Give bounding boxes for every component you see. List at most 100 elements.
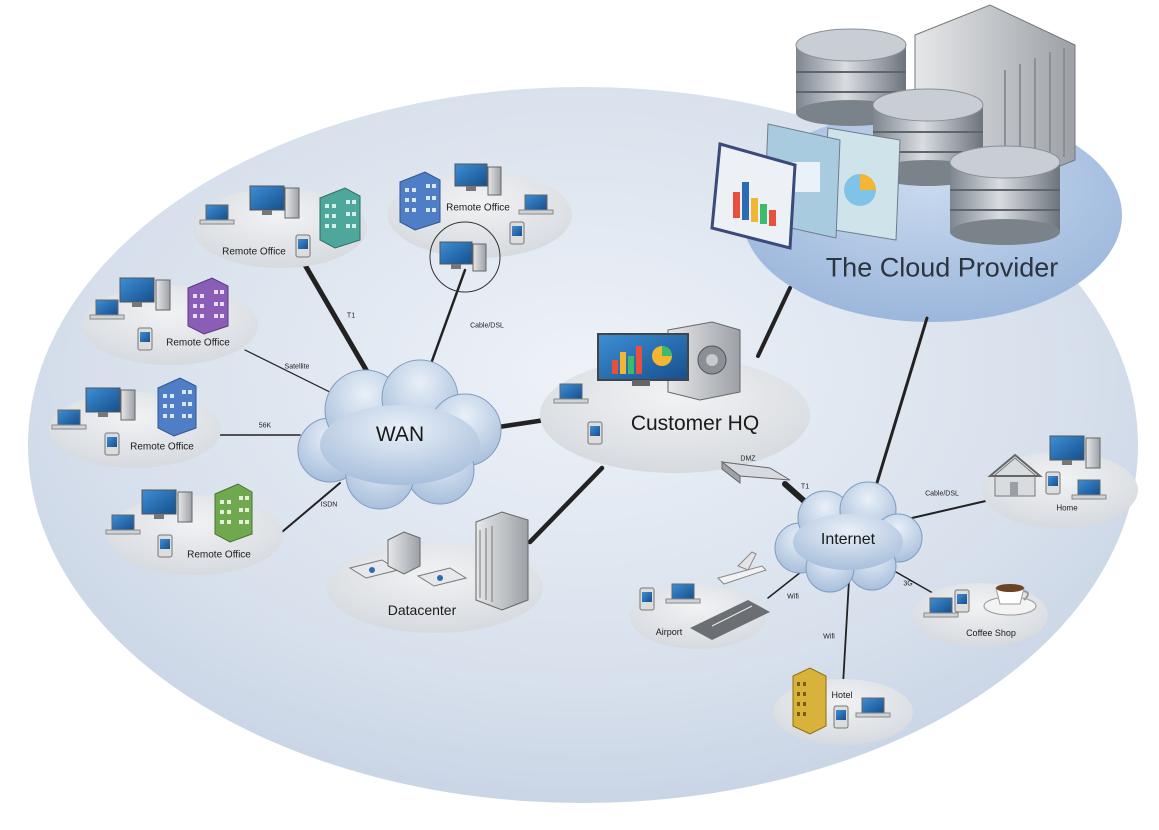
laptop-icon [199, 204, 235, 225]
remote-office-label: Remote Office [166, 337, 230, 349]
remote-office-1-devices [199, 185, 361, 258]
link-wifi-hotel [842, 579, 850, 686]
laptop-icon [855, 697, 891, 718]
remote-office-label: Remote Office [130, 441, 194, 453]
remote-office-4-devices [51, 377, 197, 456]
tower-icon [177, 491, 193, 523]
wan-label: WAN [375, 423, 425, 446]
airplane-icon [717, 551, 767, 585]
airport-label: Airport [655, 627, 683, 637]
building-icon [157, 377, 197, 437]
dashboard-monitor-icon [597, 333, 689, 386]
link-label: Cable/DSL [470, 322, 504, 330]
hotel-label: Hotel [831, 690, 853, 700]
phone-icon [1045, 471, 1061, 495]
building-icon [187, 277, 229, 335]
link-label: Wifi [787, 593, 799, 601]
laptop-icon [105, 514, 141, 535]
link-hq-cloud [756, 286, 792, 358]
monitor-icon [141, 489, 177, 519]
phone-icon [509, 221, 525, 245]
monitor-icon [454, 163, 488, 191]
dmz-label: DMZ [740, 455, 756, 463]
database-icon [795, 28, 907, 126]
home-devices [987, 435, 1107, 500]
link-label: Cable/DSL [925, 490, 959, 498]
server-rack-icon [475, 511, 529, 611]
link-label: Satellite [284, 363, 310, 371]
phone-icon [295, 234, 311, 258]
phone-icon [639, 587, 655, 611]
building-icon [214, 483, 253, 543]
tower-icon [472, 243, 487, 272]
phone-icon [104, 432, 120, 456]
link-label: ISDN [320, 501, 338, 509]
monitor-icon [1049, 435, 1085, 465]
link-label: 56K [258, 422, 272, 430]
link-label: 3G [903, 580, 913, 588]
monitor-icon [249, 185, 285, 215]
hotel-devices [792, 667, 891, 735]
connection-lines [209, 262, 991, 686]
link-cable-home [911, 499, 991, 519]
link-hq-datacenter [527, 465, 605, 545]
airport-devices [639, 551, 770, 640]
wan-cloud-icon [297, 359, 502, 510]
remote-office-3-devices [89, 277, 229, 351]
laptop-icon [553, 383, 589, 404]
coffee-shop-label: Coffee Shop [966, 628, 1016, 638]
link-3g [895, 571, 939, 597]
link-inet-cloud [871, 316, 929, 498]
laptop-icon [518, 194, 554, 215]
monitor-icon [439, 241, 473, 269]
dashboard-window-icon [710, 142, 797, 250]
building-icon [319, 187, 361, 249]
phone-icon [587, 421, 603, 445]
server-icon [387, 531, 421, 575]
remote-office-5-devices [105, 483, 253, 558]
runway-icon [690, 600, 770, 640]
tower-icon [120, 389, 136, 421]
disc-airport [630, 585, 766, 649]
phone-icon [137, 327, 153, 351]
phone-icon [833, 705, 849, 729]
cloud-provider-label: The Cloud Provider [825, 252, 1059, 283]
link-label: Wifi [823, 633, 835, 641]
highlight-ring [429, 221, 501, 293]
datacenter-label: Datacenter [387, 602, 457, 618]
dashboard-window-icon [821, 127, 901, 241]
database-icon [949, 145, 1061, 245]
laptop-icon [51, 409, 87, 430]
building-icon [399, 171, 441, 231]
link-label: T1 [800, 483, 810, 491]
phone-icon [157, 534, 173, 558]
laptop-icon [89, 299, 125, 320]
link-t1-wan [302, 262, 375, 383]
monitor-icon [119, 277, 155, 307]
hotel-building-icon [792, 667, 827, 735]
dmz-appliance-icon [720, 460, 791, 485]
link-isdn [281, 482, 341, 533]
laptop-icon [665, 583, 701, 604]
tower-icon [155, 279, 171, 311]
internet-label: Internet [820, 531, 876, 548]
link-cable-wan [426, 268, 467, 374]
home-label: Home [1056, 503, 1078, 513]
coffee-shop-devices [923, 584, 1037, 618]
house-icon [987, 453, 1043, 497]
tower-icon [1085, 437, 1101, 469]
remote-office-2-devices [399, 163, 554, 272]
tower-icon [487, 166, 502, 196]
tower-icon [284, 187, 300, 219]
customer-hq-label: Customer HQ [630, 412, 760, 435]
internet-cloud-icon [774, 481, 923, 593]
laptop-icon [1071, 479, 1107, 500]
disc-remote-office-5 [107, 495, 283, 575]
switch-icon [416, 567, 468, 587]
phone-icon [954, 589, 970, 613]
cloud-provider-equipment [710, 4, 1076, 250]
remote-office-label: Remote Office [446, 202, 510, 214]
customer-hq-devices [553, 321, 791, 485]
